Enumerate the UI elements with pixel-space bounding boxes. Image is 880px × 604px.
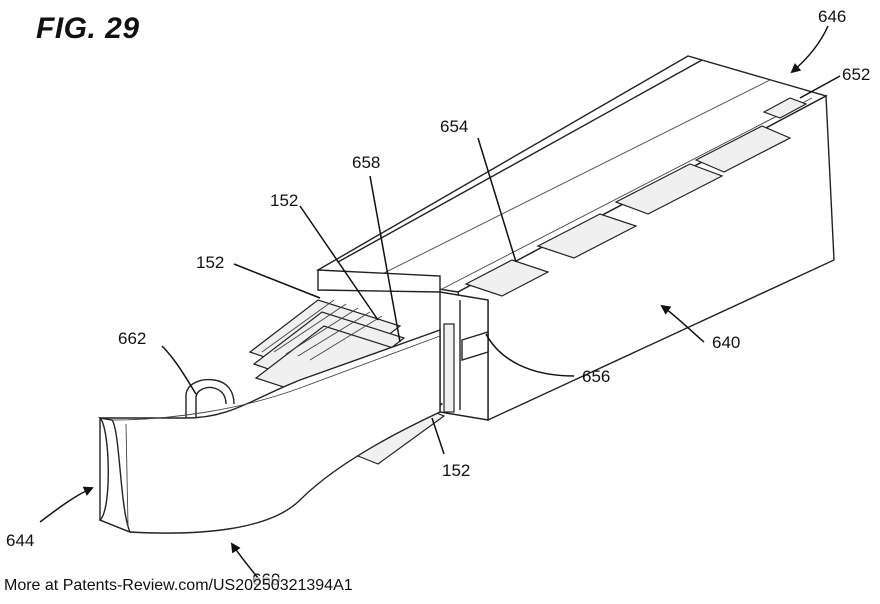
figure-title: FIG. 29 [36,12,140,45]
ref-652: 652 [842,65,870,84]
ref-658: 658 [352,153,380,172]
ref-654: 654 [440,117,468,136]
ref-640: 640 [712,333,740,352]
ref-152-top: 152 [270,191,298,210]
ref-644: 644 [6,531,34,550]
ref-152-bottom: 152 [442,461,470,480]
pull-tab [97,329,441,534]
leader-lines [39,25,841,579]
housing-front-opening [317,269,489,421]
ref-656: 656 [582,367,610,386]
ref-662: 662 [118,329,146,348]
ref-646: 646 [818,7,846,26]
ref-152-mid: 152 [196,253,224,272]
source-footer: More at Patents-Review.com/US20250321394… [4,577,353,595]
top-windows [464,97,808,297]
